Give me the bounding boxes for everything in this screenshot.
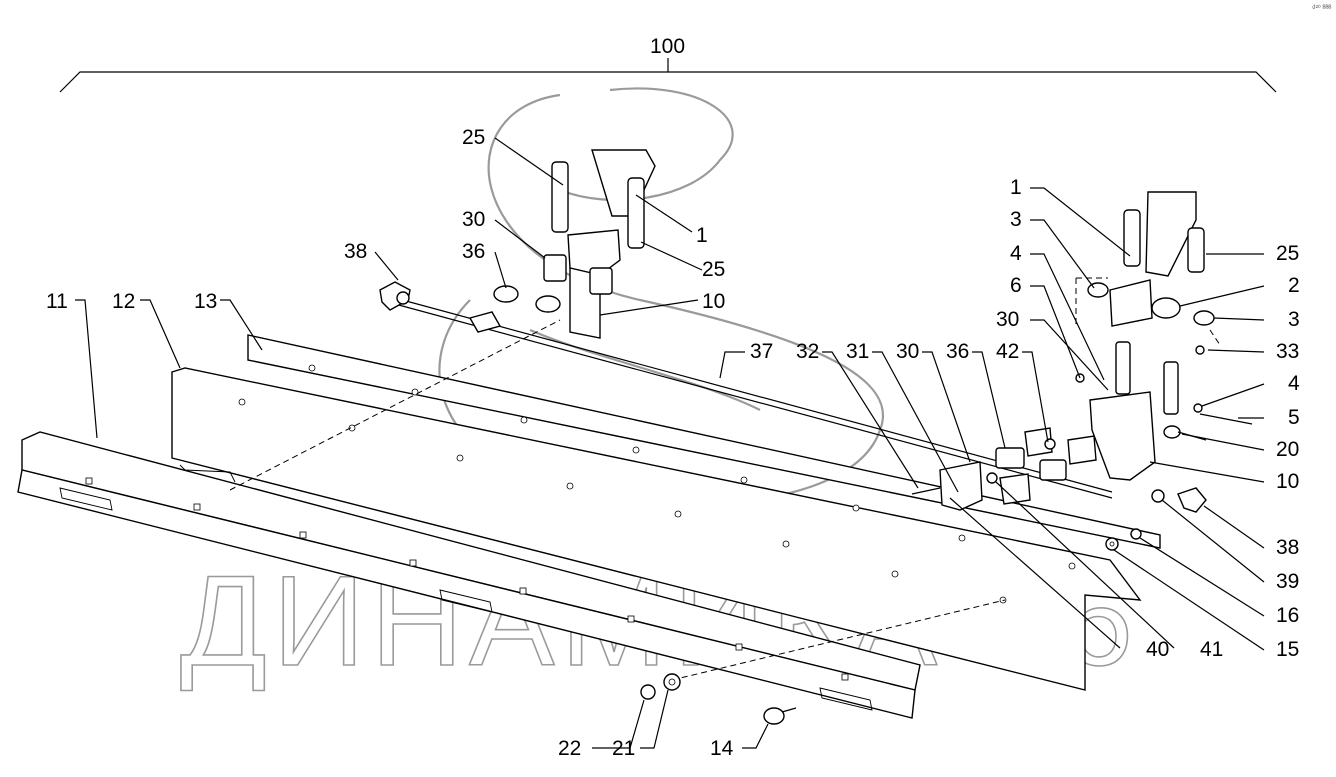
callout-30: 30	[462, 208, 485, 231]
right-bracket-assembly	[1075, 191, 1253, 481]
callout-37: 37	[750, 340, 773, 363]
callout-3: 3	[1010, 208, 1022, 231]
callout-4: 4	[1010, 242, 1022, 265]
callout-42: 42	[996, 340, 1019, 363]
plate-11	[17, 431, 921, 719]
callout-30: 30	[996, 308, 1019, 331]
callout-21: 21	[612, 737, 635, 760]
callout-20: 20	[1276, 438, 1299, 461]
callout-11: 11	[46, 290, 68, 313]
leader-lines	[75, 137, 1265, 749]
callout-1: 1	[1010, 176, 1022, 199]
callout-41: 41	[1200, 638, 1223, 661]
knob-38-right	[1105, 487, 1207, 551]
callout-12: 12	[112, 290, 135, 313]
alignment-lines	[229, 277, 1221, 681]
callout-33: 33	[1276, 340, 1299, 363]
rod-37	[394, 297, 1113, 499]
bottom-hardware	[640, 673, 797, 725]
callout-10: 10	[1276, 470, 1299, 493]
callout-31: 31	[846, 340, 869, 363]
callout-32: 32	[796, 340, 819, 363]
callout-36: 36	[946, 340, 969, 363]
callout-1: 1	[696, 224, 708, 247]
left-bracket-assembly	[468, 149, 656, 339]
callout-16: 16	[1276, 604, 1299, 627]
callout-15: 15	[1276, 638, 1299, 661]
callout-3: 3	[1288, 308, 1300, 331]
plate-13	[247, 334, 1161, 549]
callout-38: 38	[1276, 536, 1299, 559]
plate-12	[171, 367, 1142, 691]
callout-39: 39	[1276, 570, 1299, 593]
callout-25: 25	[702, 258, 725, 281]
middle-bracket-assembly	[911, 427, 1097, 511]
assembly-number-100: 100	[650, 35, 685, 58]
corner-mark: ₫²⁰ ᴮᴮᴮ	[1312, 4, 1331, 12]
callout-25: 25	[462, 126, 485, 149]
knob-38-left	[379, 281, 411, 311]
callout-40: 40	[1146, 638, 1169, 661]
callout-14: 14	[710, 737, 734, 760]
callout-labels: 11 12 13 25 30 36 38 1 25 10 37 32 31 30…	[46, 126, 1300, 760]
callout-36: 36	[462, 240, 485, 263]
callout-10: 10	[702, 290, 725, 313]
callout-25: 25	[1276, 242, 1299, 265]
callout-2: 2	[1288, 274, 1300, 297]
assembly-bracket	[59, 58, 1277, 93]
callout-30: 30	[896, 340, 919, 363]
callout-4: 4	[1288, 372, 1300, 395]
callout-13: 13	[194, 290, 217, 313]
callout-22: 22	[558, 737, 581, 760]
callout-38: 38	[344, 240, 367, 263]
plate-holes	[85, 364, 1076, 681]
callout-5: 5	[1288, 406, 1300, 429]
callout-6: 6	[1010, 274, 1022, 297]
